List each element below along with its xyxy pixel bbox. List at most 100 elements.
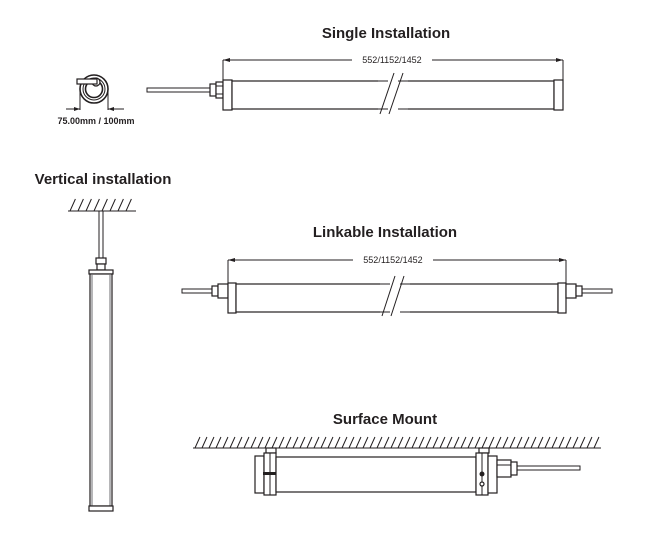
hatch-mark xyxy=(558,436,565,449)
hatch-mark xyxy=(572,436,579,449)
arrow-left-icon xyxy=(108,107,114,111)
hatch-mark xyxy=(376,436,383,449)
surface-endcap-right xyxy=(487,455,498,494)
linkable-cable-left xyxy=(181,288,213,294)
linkable-endcap-left xyxy=(227,282,237,314)
hatch-mark xyxy=(432,436,439,449)
hatch-mark xyxy=(544,436,551,449)
break-mark xyxy=(381,275,396,317)
single-endcap-right xyxy=(553,79,564,111)
hatch-mark xyxy=(551,436,558,449)
hatch-mark xyxy=(250,436,257,449)
hatch-mark xyxy=(425,436,432,449)
hatch-mark xyxy=(236,436,243,449)
linkable-installation-title: Linkable Installation xyxy=(313,224,457,241)
mounting-clip-right xyxy=(478,447,490,454)
hatch-mark xyxy=(201,436,208,449)
linkable-gland-left xyxy=(211,285,219,297)
hatch-mark xyxy=(439,436,446,449)
hatch-mark xyxy=(537,436,544,449)
linkable-cable-right xyxy=(581,288,613,294)
hatch-mark xyxy=(264,436,271,449)
hatch-mark xyxy=(565,436,572,449)
hatch-mark xyxy=(320,436,327,449)
cross-section-view: 75.00mm / 100mm xyxy=(57,74,135,126)
hatch-mark xyxy=(362,436,369,449)
cross-section-cable xyxy=(76,78,98,85)
hatch-mark xyxy=(285,436,292,449)
hatch-mark xyxy=(69,198,76,212)
single-cable-gland xyxy=(209,81,224,99)
hatch-mark xyxy=(383,436,390,449)
hatch-mark xyxy=(348,436,355,449)
break-mark xyxy=(379,72,395,115)
vertical-gland-nut xyxy=(96,263,106,271)
hatch-mark xyxy=(327,436,334,449)
hatch-mark xyxy=(109,198,116,212)
hatch-mark xyxy=(509,436,516,449)
vertical-installation-section: Vertical installation xyxy=(35,171,172,512)
arrow-left-icon xyxy=(223,58,230,62)
hatch-mark xyxy=(299,436,306,449)
single-tube xyxy=(222,72,564,115)
hatch-mark xyxy=(446,436,453,449)
hatch-mark xyxy=(530,436,537,449)
vertical-endcap-bottom xyxy=(88,505,114,512)
hatch-mark xyxy=(460,436,467,449)
hatch-mark xyxy=(516,436,523,449)
hatch-mark xyxy=(474,436,481,449)
linkable-gland-right xyxy=(565,283,577,299)
surface-cable xyxy=(516,465,581,471)
vertical-gland-top xyxy=(95,257,107,265)
surface-mount-title: Surface Mount xyxy=(333,411,437,428)
linkable-dimension-label: 552/1152/1452 xyxy=(363,255,422,265)
hatch-mark xyxy=(77,198,84,212)
surface-ceiling-hatch xyxy=(193,436,601,449)
hatch-mark xyxy=(313,436,320,449)
hatch-mark xyxy=(93,198,100,212)
single-endcap-left xyxy=(222,79,233,111)
hatch-mark xyxy=(495,436,502,449)
arrow-left-icon xyxy=(228,258,235,262)
hatch-mark xyxy=(278,436,285,449)
hatch-mark xyxy=(208,436,215,449)
hatch-mark xyxy=(411,436,418,449)
hatch-mark xyxy=(292,436,299,449)
hatch-mark xyxy=(355,436,362,449)
break-mark xyxy=(388,72,404,115)
single-installation-title: Single Installation xyxy=(322,25,450,42)
hatch-mark xyxy=(523,436,530,449)
single-cable xyxy=(146,87,211,93)
surface-tube-body xyxy=(275,456,477,493)
hatch-mark xyxy=(453,436,460,449)
hatch-mark xyxy=(125,198,132,212)
linkable-installation-section: Linkable Installation 552/1152/1452 xyxy=(181,224,613,317)
hatch-mark xyxy=(404,436,411,449)
arrow-right-icon xyxy=(74,107,80,111)
hatch-mark xyxy=(467,436,474,449)
hatch-mark xyxy=(369,436,376,449)
hatch-mark xyxy=(488,436,495,449)
surface-endcap-left xyxy=(254,455,265,494)
hatch-mark xyxy=(306,436,313,449)
linkable-endcap-right xyxy=(557,282,567,314)
diameter-label: 75.00mm / 100mm xyxy=(57,116,134,126)
single-installation-section: Single Installation 552/1152/1452 xyxy=(146,25,564,115)
hatch-mark xyxy=(85,198,92,212)
surface-gland xyxy=(496,459,512,478)
vertical-endcap-top xyxy=(88,269,114,275)
hatch-mark xyxy=(502,436,509,449)
vertical-installation-title: Vertical installation xyxy=(35,171,172,188)
single-dimension-label: 552/1152/1452 xyxy=(362,55,421,65)
surface-mount-section: Surface Mount xyxy=(193,411,601,496)
hatch-mark xyxy=(222,436,229,449)
vertical-cable xyxy=(98,210,104,259)
vertical-ceiling-hatch xyxy=(68,198,136,212)
hatch-mark xyxy=(334,436,341,449)
arrow-right-icon xyxy=(559,258,566,262)
hatch-mark xyxy=(243,436,250,449)
hatch-mark xyxy=(390,436,397,449)
break-mark xyxy=(390,275,405,317)
hatch-mark xyxy=(257,436,264,449)
